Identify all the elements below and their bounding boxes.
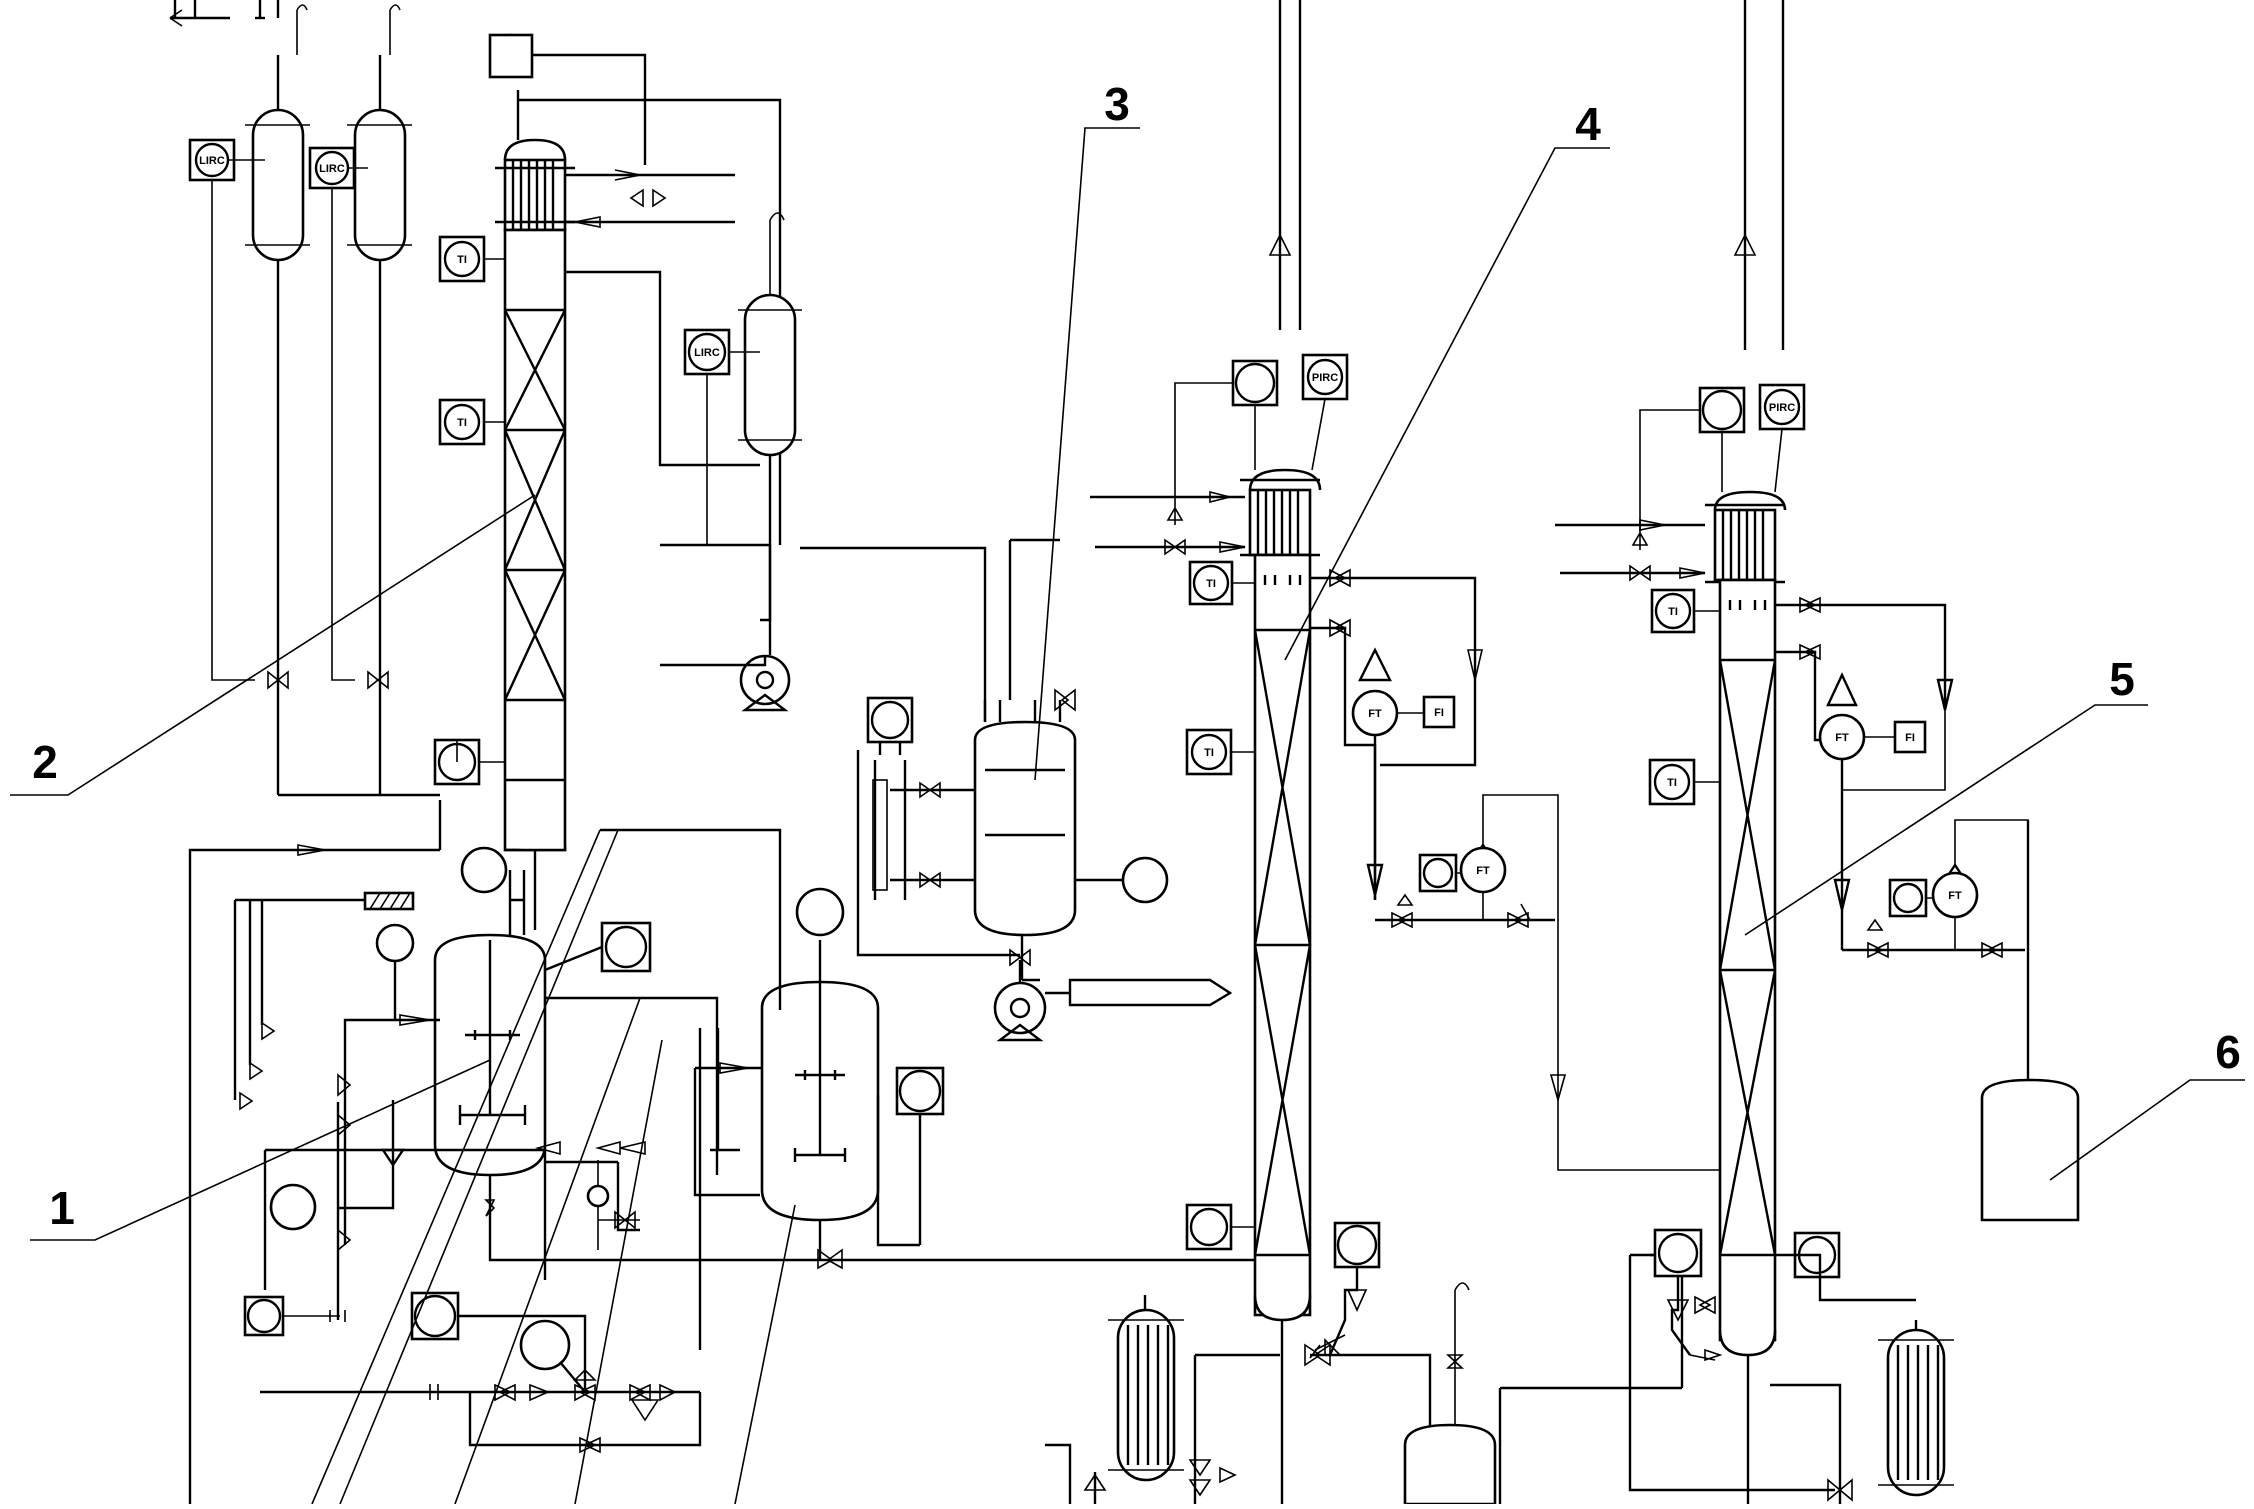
callout-4: 4 [1284, 98, 1610, 661]
column-5-instruments: PIRC TI TI [1555, 383, 1841, 1279]
lirc-instrument-2: LIRC [308, 146, 368, 681]
column-4-bottom [1045, 1221, 1432, 1504]
tank-6 [1980, 820, 2080, 1222]
reactor-1 [433, 846, 1265, 1262]
callout-label-6: 6 [2215, 1026, 2241, 1078]
pump-1 [660, 600, 791, 712]
callout-6: 6 [2049, 1026, 2245, 1181]
bottom-piping-left [410, 1291, 702, 1454]
bottom-valves-receivers [267, 670, 440, 797]
pirc-tag-col5: PIRC [1769, 402, 1795, 414]
ti-tag-col5-a: TI [1668, 606, 1678, 618]
callout-label-5: 5 [2109, 653, 2135, 705]
sight-glass-3 [856, 696, 1020, 957]
column-2 [488, 33, 782, 930]
receiver-top-middle: LIRC [660, 212, 802, 622]
leader-lines [311, 828, 796, 1505]
fi-tag-col5-a: FI [1905, 732, 1915, 744]
reactor-1-feed-lines [188, 800, 442, 1504]
column-5 [1705, 0, 1787, 1504]
ti-tag-col2-a: TI [457, 254, 467, 266]
reactor-1-level [544, 921, 652, 973]
pump-2 [993, 948, 1233, 1042]
lirc-tag-1: LIRC [199, 155, 225, 167]
fi-tag-col4-a: FI [1434, 707, 1444, 719]
lirc-tag-3: LIRC [694, 347, 720, 359]
column-5-bottom [1628, 1228, 1954, 1504]
vessel-3 [800, 538, 1169, 982]
callout-5: 5 [1744, 653, 2148, 936]
lirc-tag-2: LIRC [319, 163, 345, 175]
ft-tag-col4-b: FT [1476, 865, 1490, 877]
callout-label-2: 2 [32, 736, 58, 788]
callout-label-1: 1 [49, 1182, 75, 1234]
callout-2: 2 [10, 494, 536, 796]
top-left-receivers [169, 0, 412, 795]
ft-tag-col5-b: FT [1948, 890, 1962, 902]
callout-label-4: 4 [1575, 98, 1601, 150]
callout-3: 3 [1034, 78, 1140, 781]
ti-tag-col5-b: TI [1667, 777, 1677, 789]
ti-tag-col2-b: TI [457, 417, 467, 429]
ft-tag-col4-a: FT [1368, 708, 1382, 720]
callout-1: 1 [30, 1059, 491, 1241]
column-4-reflux-flow: FT FI FT [1310, 568, 1720, 1171]
callout-label-3: 3 [1104, 78, 1130, 130]
bottom-receiver [1403, 1282, 1682, 1506]
reactor-2 [693, 887, 945, 1350]
ti-tag-col4-b: TI [1204, 747, 1214, 759]
ti-tag-col4-a: TI [1206, 578, 1216, 590]
pirc-tag-col4: PIRC [1312, 372, 1338, 384]
column-4-instruments: PIRC TI TI [1090, 353, 1349, 1251]
ti-instruments-col2: TI TI [433, 235, 505, 786]
ft-tag-col5-a: FT [1835, 732, 1849, 744]
lirc-instrument-1: LIRC [188, 138, 265, 681]
reactor-1-cooling [243, 1073, 700, 1394]
column-4 [1240, 0, 1322, 1504]
column-5-reflux-flow: FT FI FT [1775, 596, 2029, 1080]
